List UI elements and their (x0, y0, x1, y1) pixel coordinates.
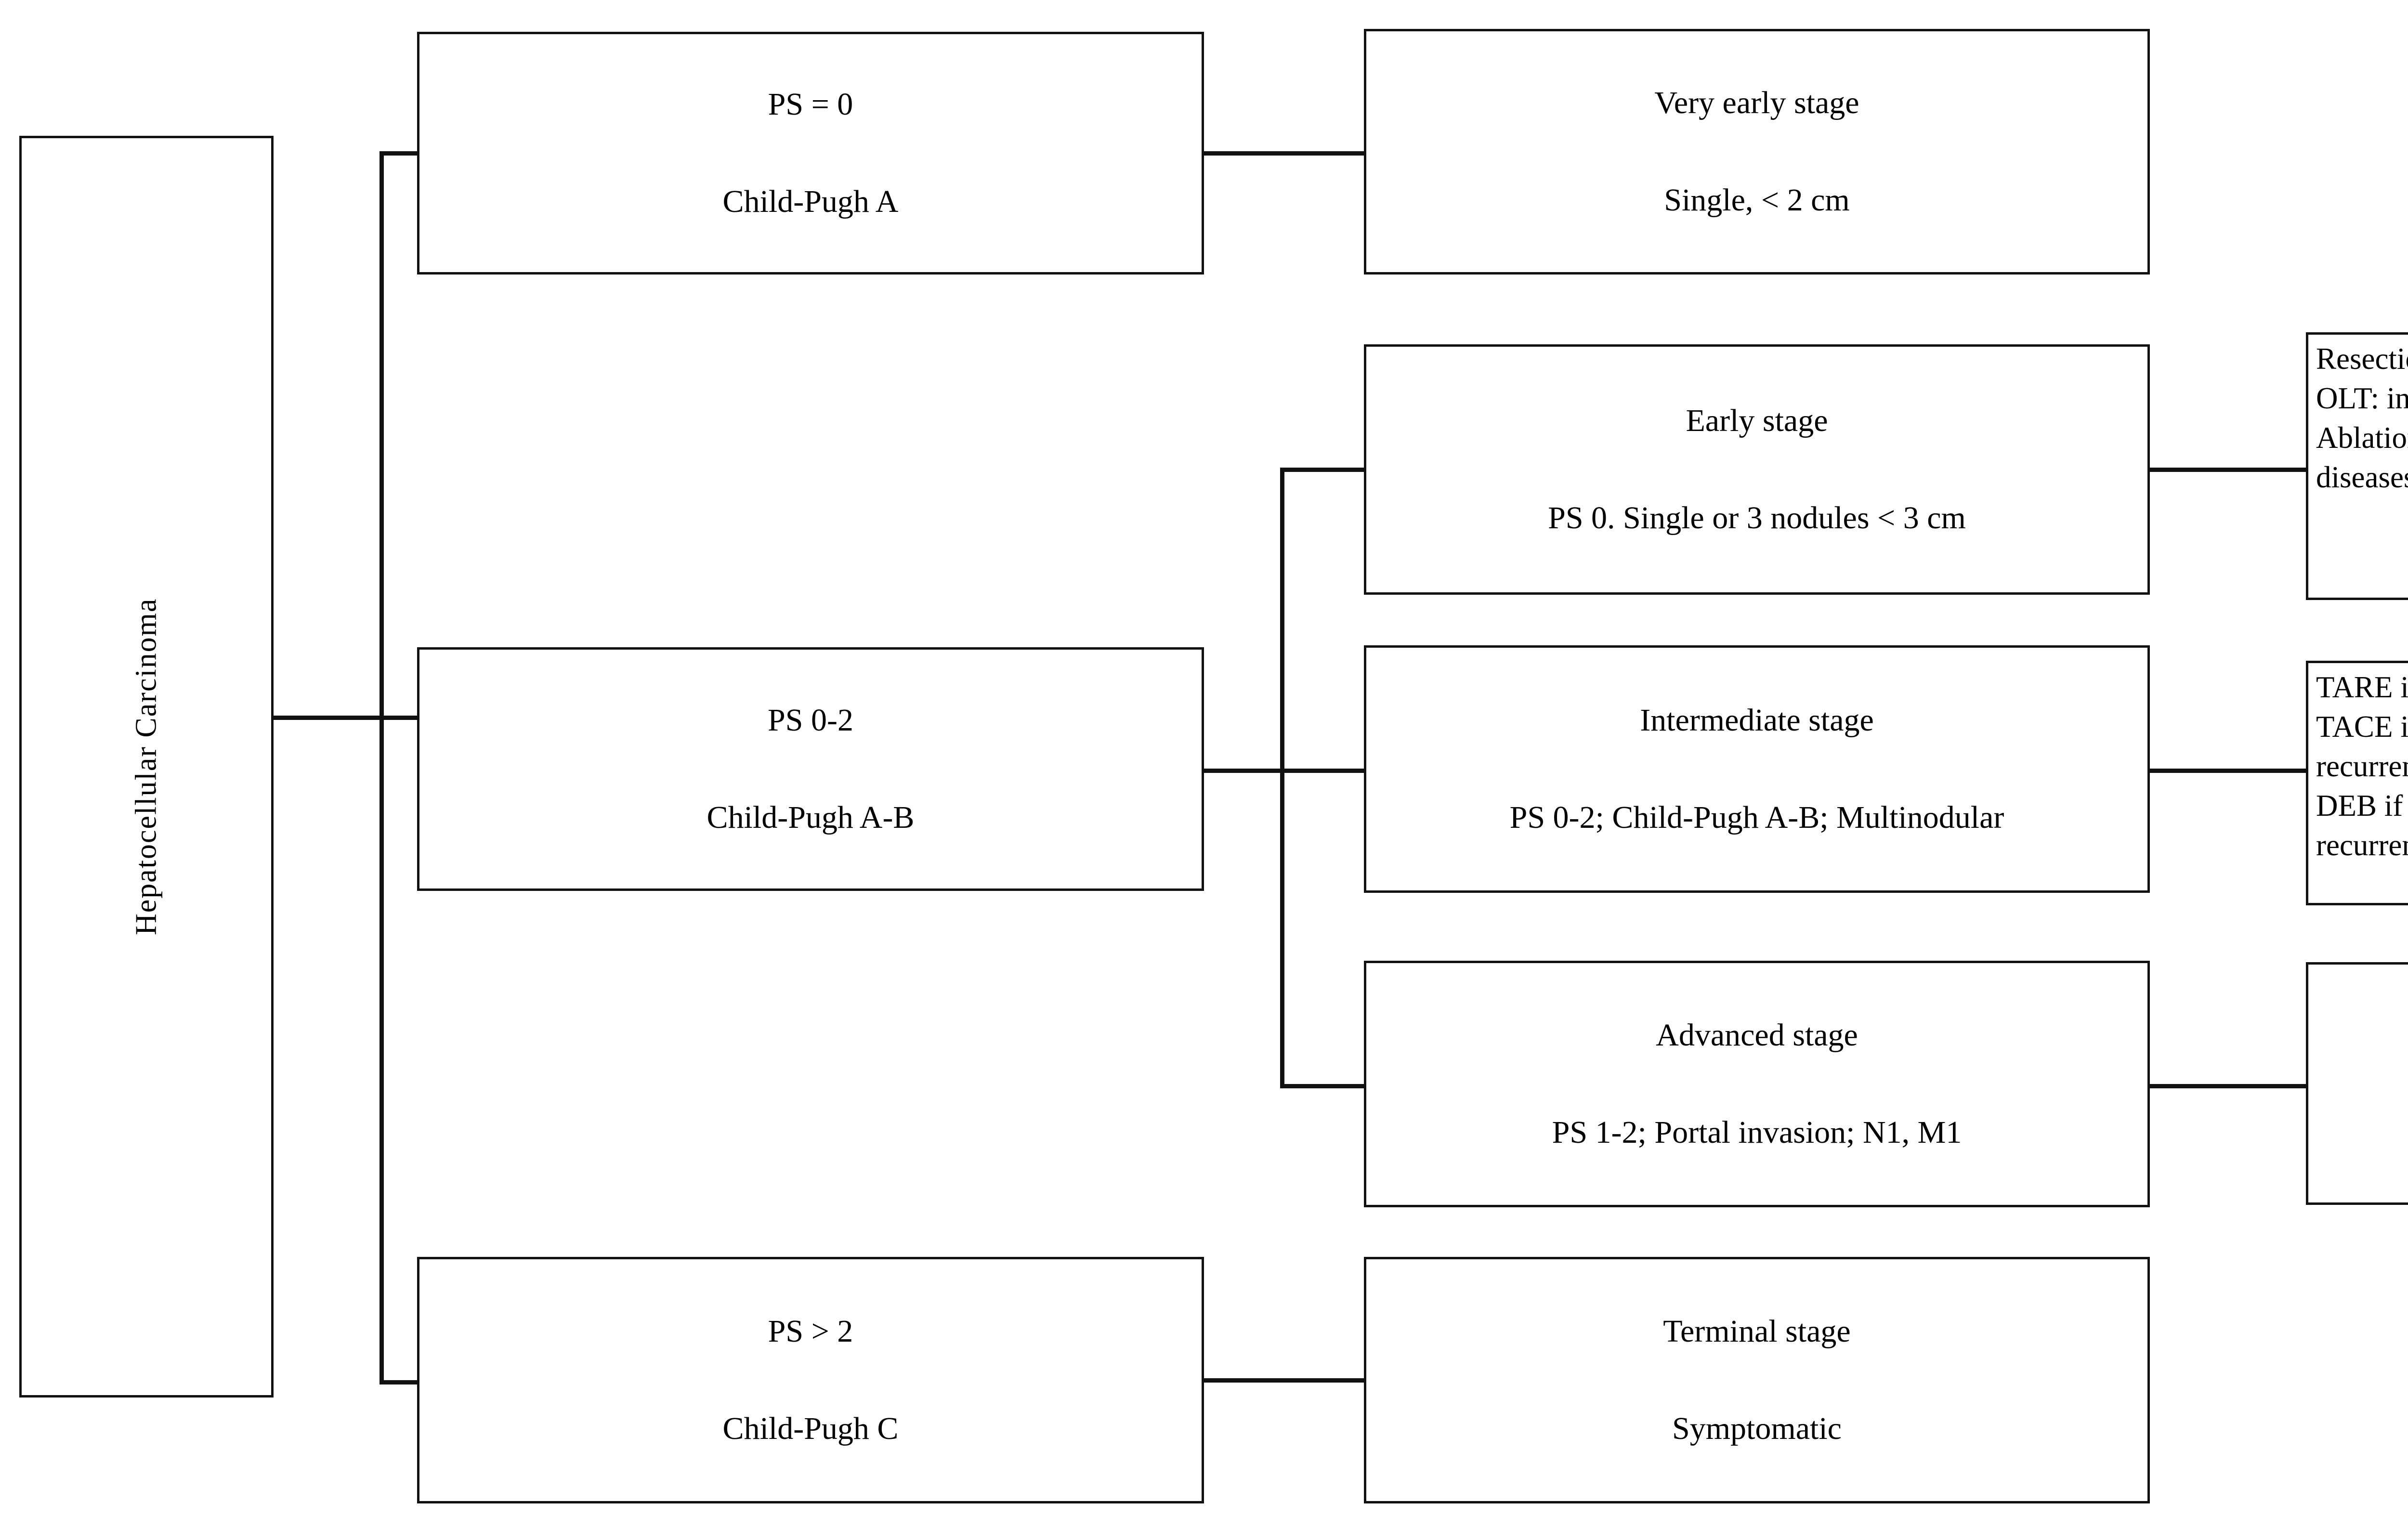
node-intermediate-criteria: PS 0-2; Child-Pugh A-B; Multinodular (1509, 800, 2004, 835)
node-early-stage-treatment[interactable]: Resection: single nodule, normal portal … (2306, 332, 2408, 600)
connector-root-to-trunk (272, 716, 384, 720)
node-advanced-stage[interactable]: Advanced stage PS 1-2; Portal invasion; … (1364, 961, 2150, 1207)
node-intermediate-title: Intermediate stage (1640, 702, 1874, 738)
connector-early-to-treatment (2148, 468, 2308, 472)
connector-trunk-to-intermediate (1280, 769, 1367, 773)
connector-advanced-to-treatment (2148, 1084, 2308, 1088)
connector-ps-gt-2-to-terminal (1202, 1378, 1366, 1383)
node-ps-0-2-line2: Child-Pugh A-B (707, 800, 915, 835)
node-early-stage[interactable]: Early stage PS 0. Single or 3 nodules < … (1364, 344, 2150, 595)
node-ps-0-2-line1: PS 0-2 (768, 702, 853, 738)
node-hepatocellular-carcinoma[interactable]: Hepatocellular Carcinoma (19, 136, 274, 1397)
node-advanced-criteria: PS 1-2; Portal invasion; N1, M1 (1552, 1115, 1962, 1150)
connector-trunk-to-ps-0 (380, 151, 420, 156)
connector-trunk-to-ps-gt-2 (380, 1380, 420, 1384)
node-very-early-stage[interactable]: Very early stage Single, < 2 cm (1364, 29, 2150, 274)
connector-trunk-ps (380, 151, 384, 1382)
node-ps-0-line2: Child-Pugh A (722, 184, 899, 219)
connector-trunk-stages (1280, 468, 1284, 1088)
node-ps-0[interactable]: PS = 0 Child-Pugh A (417, 32, 1204, 274)
node-terminal-criteria: Symptomatic (1672, 1411, 1842, 1446)
connector-intermediate-to-treatment (2148, 769, 2308, 773)
connector-ps-0-2-to-trunk (1202, 769, 1285, 773)
node-ps-gt-2[interactable]: PS > 2 Child-Pugh C (417, 1257, 1204, 1503)
connector-trunk-to-advanced (1280, 1084, 1367, 1088)
node-very-early-title: Very early stage (1654, 85, 1859, 120)
node-ps-0-line1: PS = 0 (768, 86, 853, 122)
node-ps-gt-2-line1: PS > 2 (768, 1313, 853, 1349)
connector-trunk-to-ps-0-2 (380, 716, 420, 720)
node-terminal-stage[interactable]: Terminal stage Symptomatic (1364, 1257, 2150, 1503)
node-terminal-title: Terminal stage (1663, 1313, 1851, 1349)
node-label-root: Hepatocellular Carcinoma (130, 598, 163, 936)
node-intermediate-stage[interactable]: Intermediate stage PS 0-2; Child-Pugh A-… (1364, 645, 2150, 893)
connector-ps-0-to-very-early (1202, 151, 1366, 156)
node-intermediate-stage-treatment[interactable]: TARE if portal vein thrombosis TACE if n… (2306, 661, 2408, 905)
node-advanced-stage-treatment[interactable]: New Agents (2306, 962, 2408, 1205)
node-intermediate-treatment-text: TARE if portal vein thrombosis TACE if n… (2316, 670, 2408, 862)
node-ps-0-2[interactable]: PS 0-2 Child-Pugh A-B (417, 647, 1204, 891)
connector-trunk-to-early (1280, 468, 1367, 472)
node-early-title: Early stage (1686, 403, 1828, 438)
node-advanced-title: Advanced stage (1656, 1017, 1858, 1053)
node-early-criteria: PS 0. Single or 3 nodules < 3 cm (1548, 500, 1966, 535)
node-early-treatment-text: Resection: single nodule, normal portal … (2316, 342, 2408, 494)
node-ps-gt-2-line2: Child-Pugh C (722, 1411, 899, 1446)
node-very-early-criteria: Single, < 2 cm (1664, 183, 1850, 218)
